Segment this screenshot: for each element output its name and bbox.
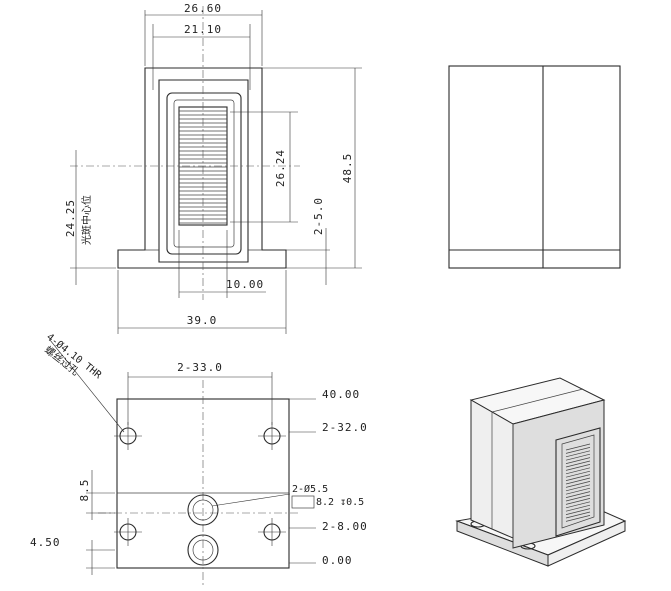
- dim-hole-spacing: 2-33.0: [177, 361, 223, 374]
- side-outline: [448, 65, 621, 269]
- iso-laser-bar-line: [565, 447, 591, 454]
- iso-laser-bar-line: [565, 504, 591, 512]
- dim-lower-offset: 4.50: [30, 536, 61, 549]
- dim-base-step: 2-5.0: [312, 197, 325, 235]
- iso-laser-bar-line: [565, 508, 591, 515]
- bottom-view: 2-33.0 4-Ø4.10 THR 螺丝过孔 40.00 2-32.0 2-8…: [30, 331, 368, 585]
- iso-laser-bar-line: [565, 467, 591, 475]
- front-window-frame: [166, 92, 242, 255]
- iso-laser-bar-line: [565, 498, 591, 505]
- isometric-view: [455, 377, 627, 567]
- label-pin-holes: 2-Ø5.5: [292, 483, 328, 495]
- iso-body-front: [512, 399, 605, 549]
- iso-laser-bar-line: [565, 494, 591, 502]
- dim-total-height: 48.5: [341, 153, 354, 184]
- ord-upper-holes: 2-32.0: [322, 421, 368, 434]
- iso-laser-bar-line: [565, 491, 591, 498]
- pin-hole-lower: [187, 534, 219, 566]
- dim-center-height: 24.25: [64, 199, 77, 237]
- label-center-position: 光斑中心位: [80, 195, 93, 245]
- iso-laser-bar-line: [565, 474, 591, 481]
- ord-lower-holes: 2-8.00: [322, 520, 368, 533]
- label-pin-depth: 8.2 ↧0.5: [316, 497, 364, 508]
- iso-laser-bar-line: [565, 470, 591, 478]
- front-view: 26.60 21.10 26.24 48.5 2-5.0 24.25 光斑中心位…: [64, 2, 362, 334]
- ord-top: 40.00: [322, 388, 360, 401]
- iso-laser-bar-line: [565, 515, 591, 522]
- iso-laser-bar-line: [565, 457, 591, 464]
- iso-laser-stack: [565, 443, 591, 522]
- iso-laser-bar-line: [565, 487, 591, 495]
- dim-window-width: 10.00: [226, 278, 264, 291]
- iso-laser-bar-line: [565, 501, 591, 509]
- front-window-inner: [173, 99, 235, 248]
- iso-laser-bar-line: [565, 453, 591, 461]
- dim-stack-height: 26.24: [274, 149, 287, 187]
- iso-laser-bar-line: [565, 443, 591, 451]
- front-housing-inner: [158, 79, 249, 263]
- iso-window-frame: [555, 427, 601, 537]
- iso-laser-bar-line: [565, 481, 591, 488]
- side-view: [448, 65, 621, 269]
- dim-base-width: 39.0: [187, 314, 218, 327]
- iso-laser-bar-line: [565, 511, 591, 519]
- iso-base-side: [547, 520, 626, 567]
- iso-laser-bar-line: [565, 464, 591, 471]
- iso-laser-bar-line: [565, 450, 591, 458]
- dim-overall-width: 26.60: [184, 2, 222, 15]
- iso-laser-bar-line: [565, 460, 591, 468]
- dim-pin-offset: 8.5: [78, 479, 91, 502]
- pin-hole-upper: [187, 494, 219, 526]
- dim-inner-width: 21.10: [184, 23, 222, 36]
- ord-bottom: 0.00: [322, 554, 353, 567]
- iso-laser-bar-line: [565, 484, 591, 492]
- iso-laser-bar-line: [565, 477, 591, 485]
- front-base-outline: [117, 67, 287, 269]
